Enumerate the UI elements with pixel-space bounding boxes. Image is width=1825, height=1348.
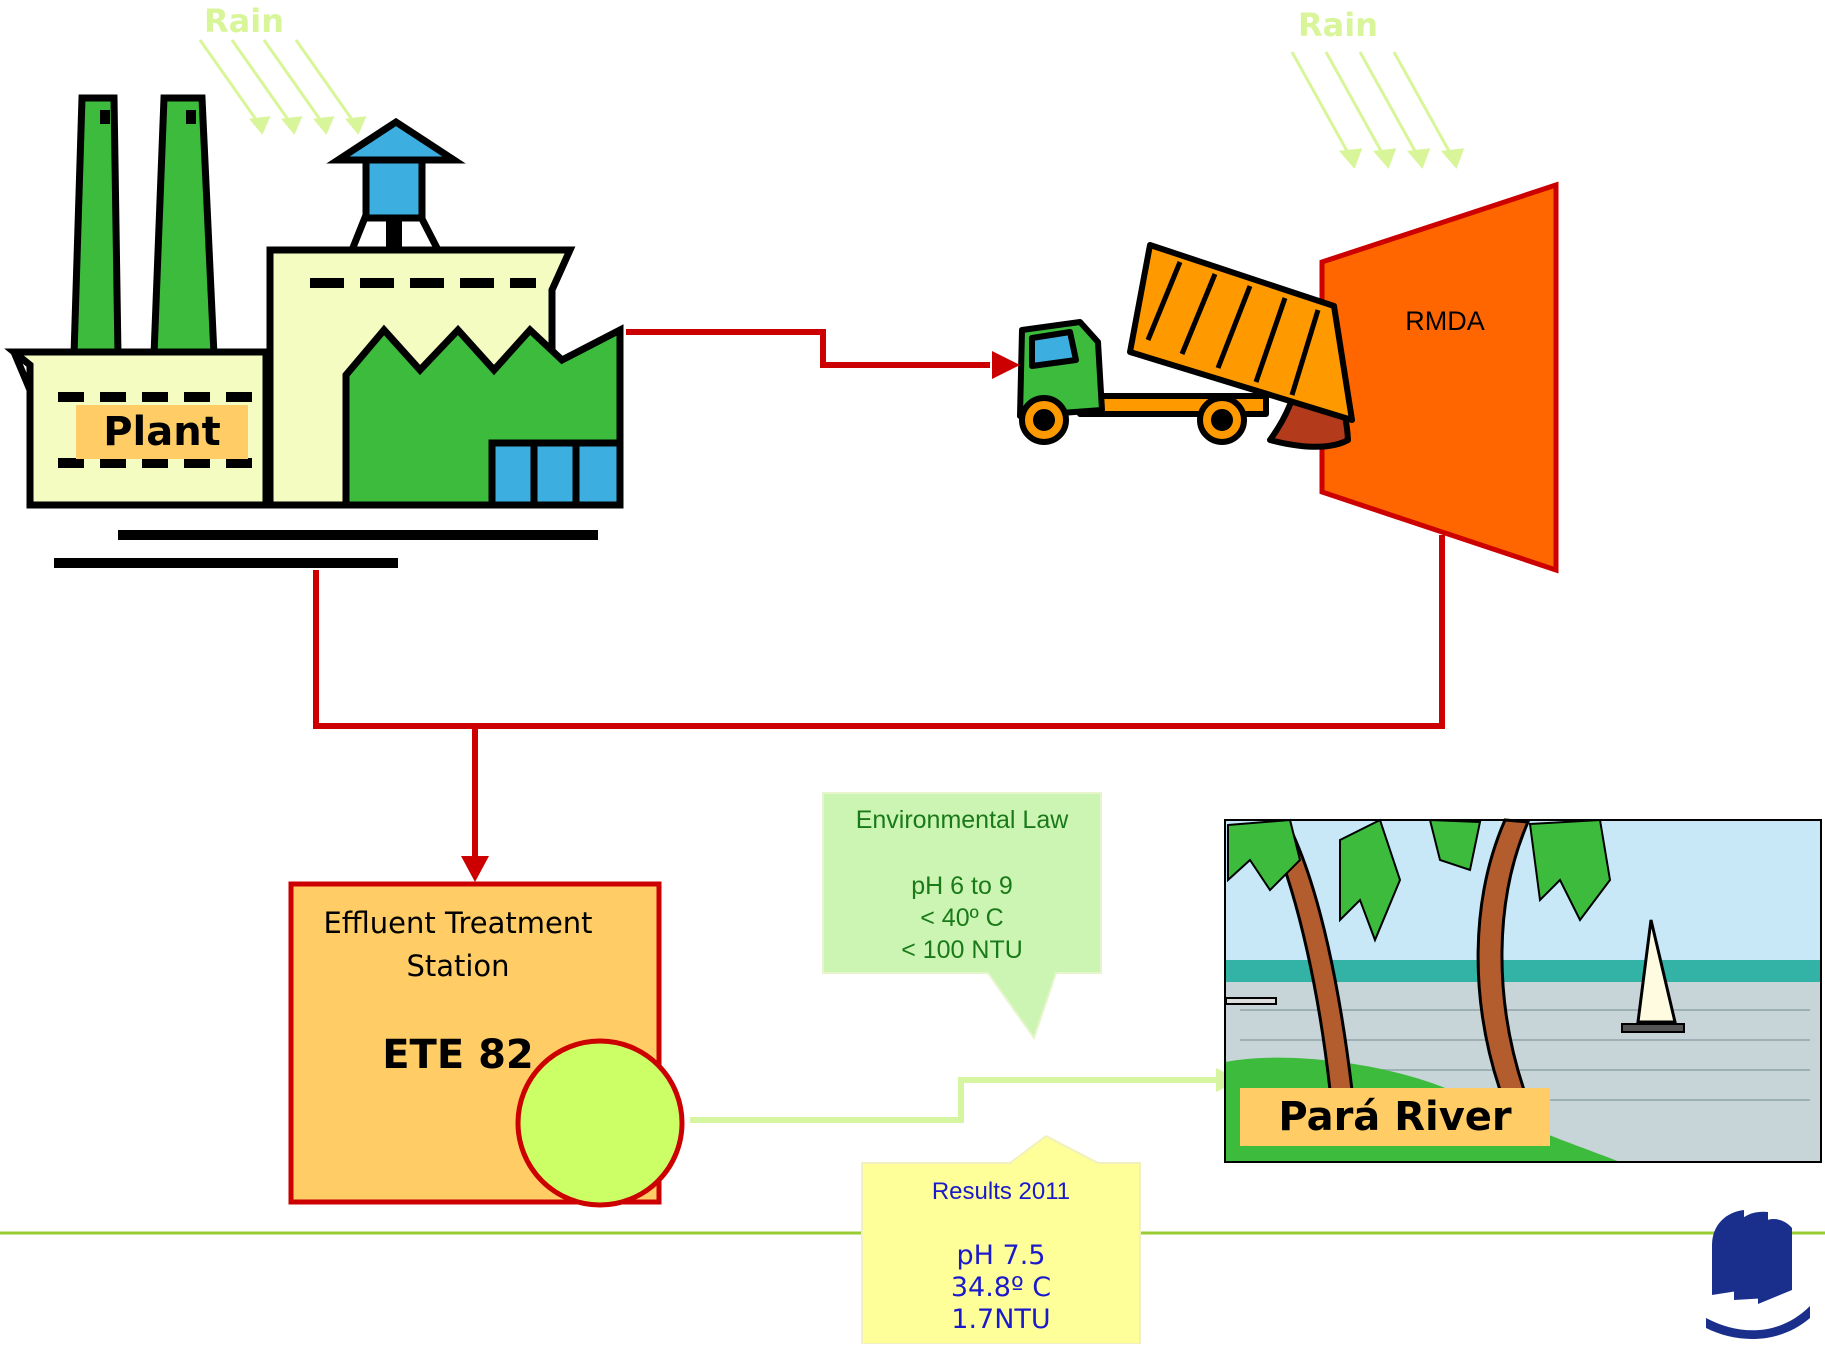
treated-effluent-line [690,1077,1218,1123]
environmental-law-callout [822,792,1102,1041]
rmda-shape [1319,181,1559,574]
rain-right-streaks [1290,51,1465,169]
rain-label-left: Rain [204,2,284,40]
factory-icon [4,94,624,568]
environmental-law-title: Environmental Law [855,806,1069,834]
river-label-box [1240,1088,1550,1146]
arrow-to-truck [992,351,1020,379]
arrow-to-ete [461,856,489,882]
discharge-indicator-circle [515,1038,685,1208]
results-2011-title: Results 2011 [931,1178,1071,1205]
ete-title: Effluent Treatment Station [323,906,593,983]
results-2011-values: pH 7.5 34.8º C 1.7NTU [950,1240,1052,1335]
dump-truck-icon [1017,242,1355,450]
plant-label: Plant [103,409,221,455]
para-river-label: Pará River [1278,1094,1512,1140]
effluent-flow-lines [313,329,1445,856]
rain-label-right: Rain [1298,6,1378,44]
company-logo-icon [1706,1210,1810,1339]
environmental-law-limits: pH 6 to 9 < 40º C < 100 NTU [901,872,1023,964]
rain-left-streaks [198,39,367,135]
plant-label-box [76,405,248,459]
ete-code: ETE 82 [382,1032,534,1078]
rmda-label: RMDA [1405,306,1485,336]
